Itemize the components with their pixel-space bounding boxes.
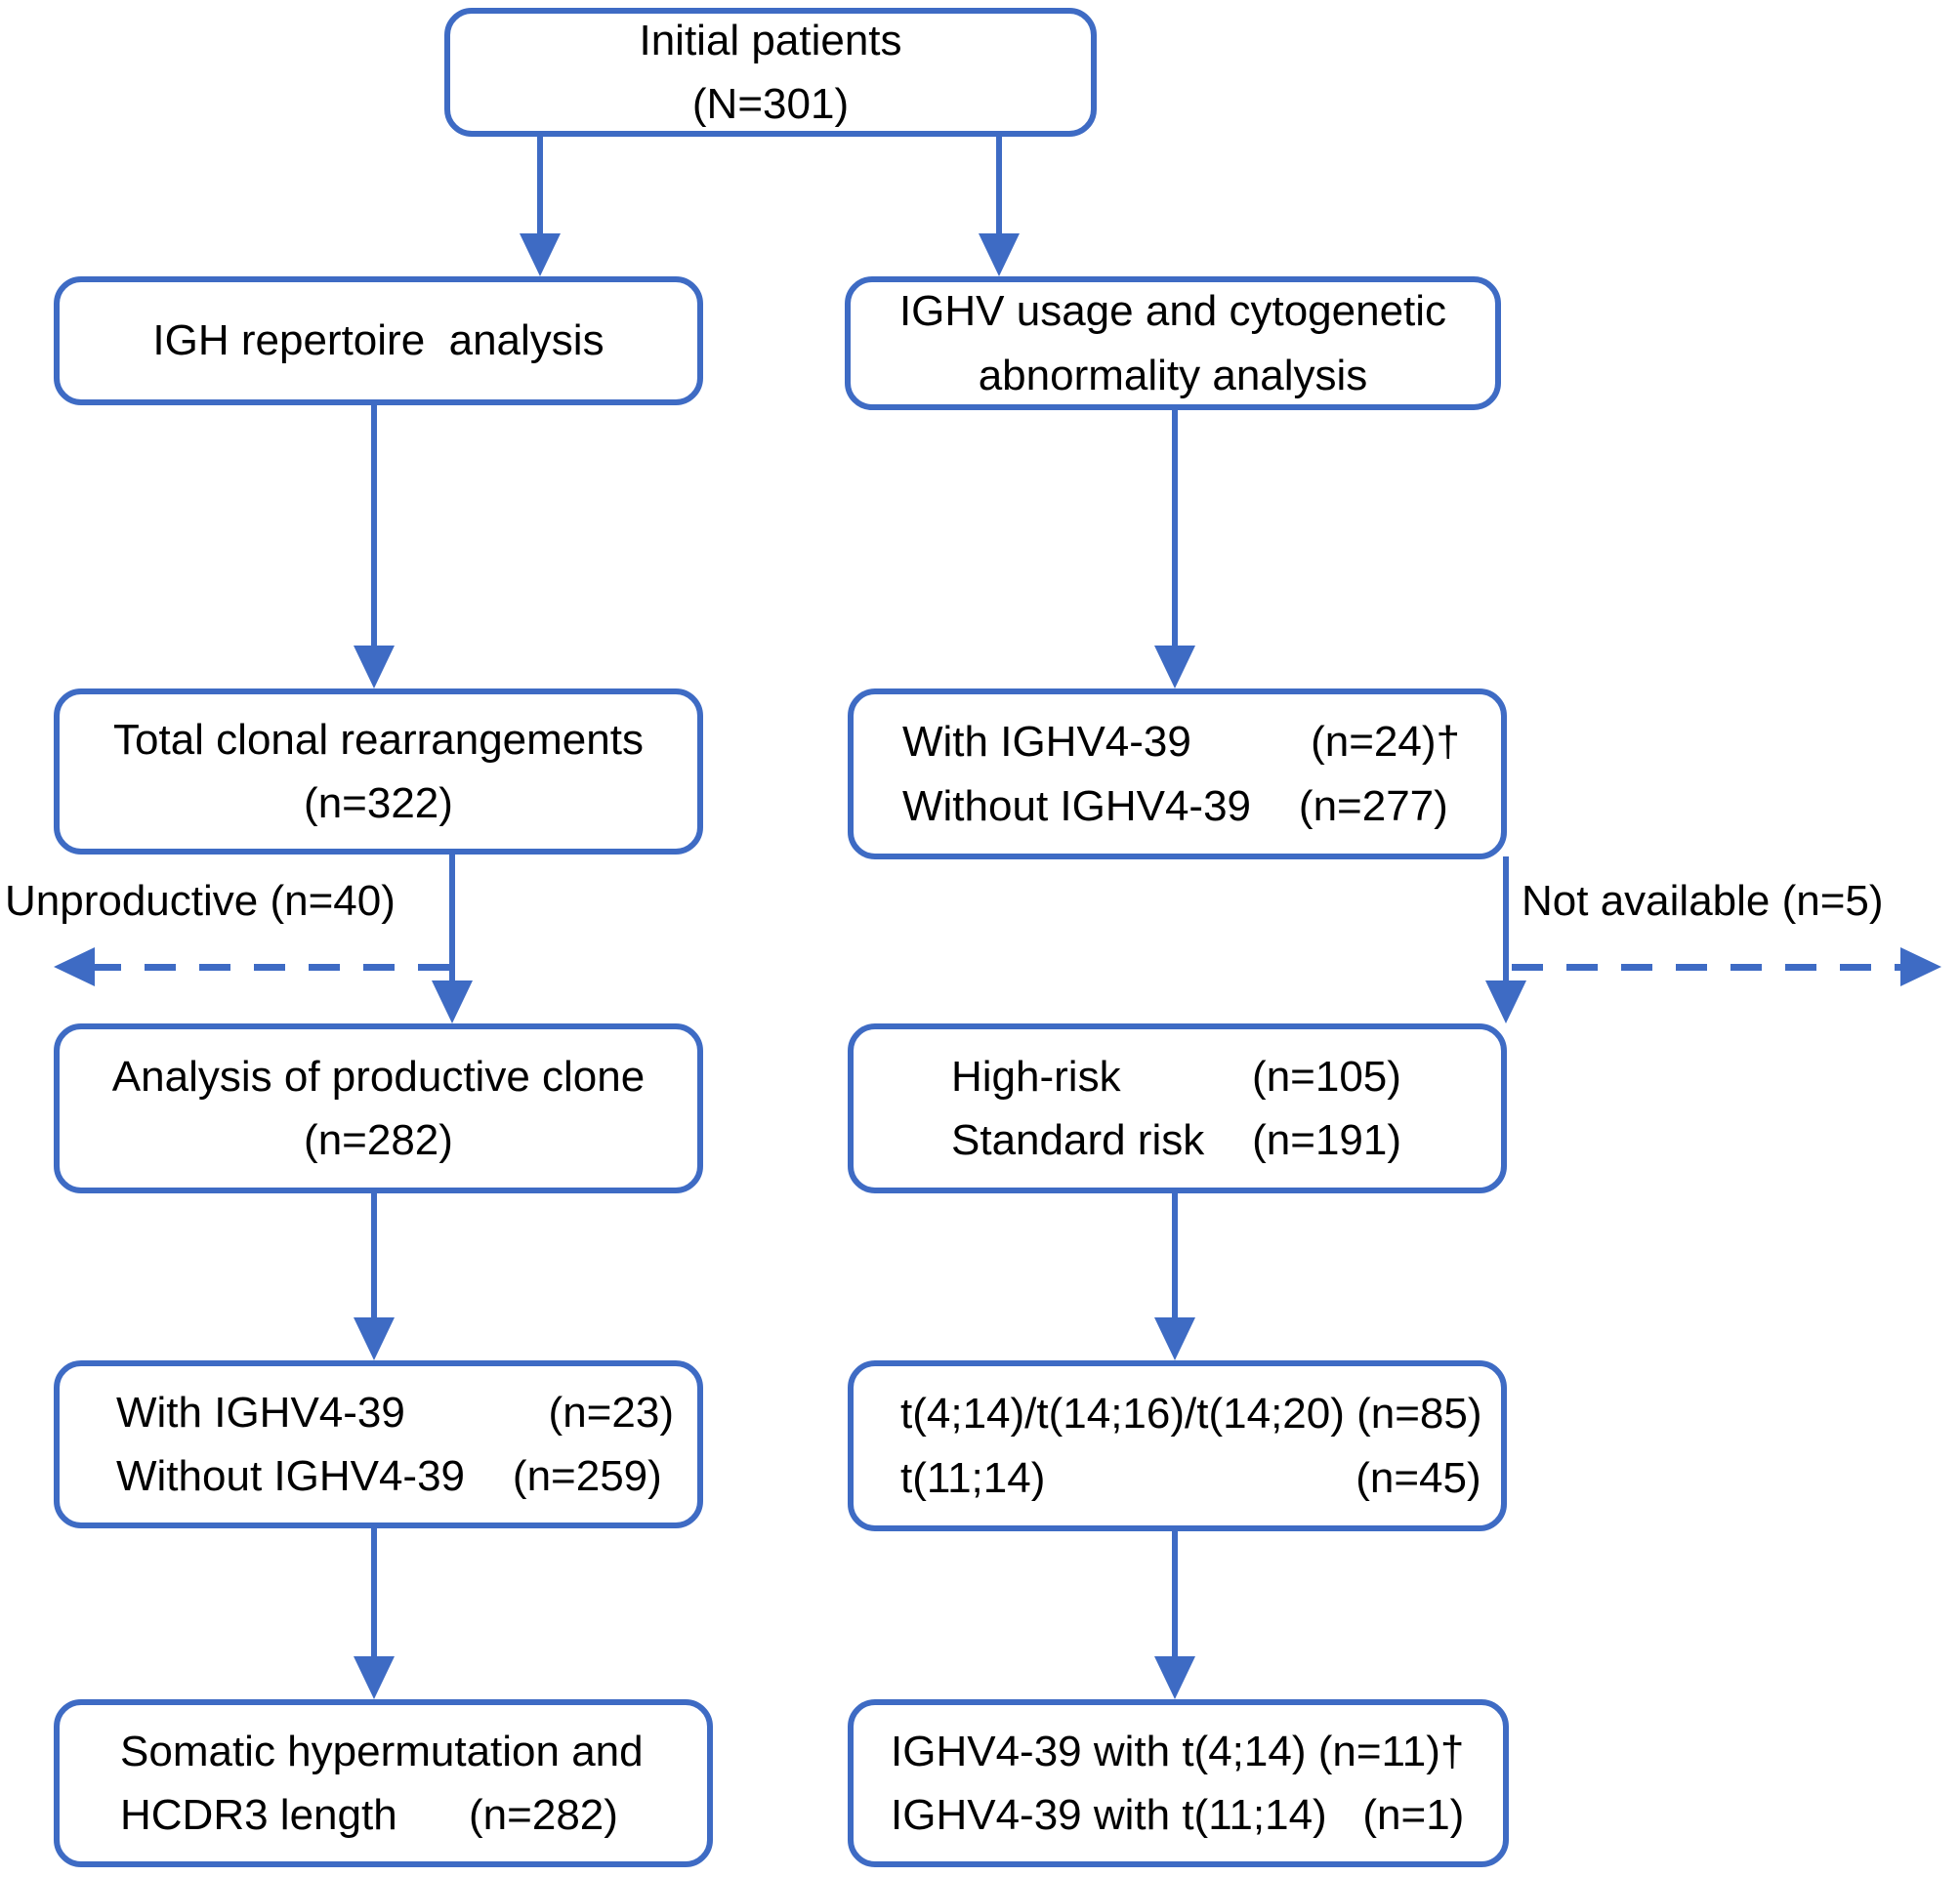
arrow-ighv-usage-to-split-arrowhead [1154,646,1195,688]
arrow-ighv-split-to-somatic-line [371,1525,377,1660]
arrow-translocations-to-final-line [1172,1528,1178,1660]
box-ighv439-with-translocations-text: IGHV4-39 with t(4;14) (n=11)† IGHV4-39 w… [891,1727,1465,1839]
arrow-productive-to-ighv-split-arrowhead [354,1317,395,1360]
arrow-initial-to-igh-line [537,135,543,238]
arrow-igh-to-total-clonal-line [371,402,377,649]
arrow-initial-to-ighv-arrowhead [979,233,1020,276]
box-productive-clone-analysis: Analysis of productive clone (n=282) [54,1023,703,1193]
box-risk-stratification-text: High-risk (n=105) Standard risk (n=191) [951,1052,1402,1164]
dashed-arrow-not-available-line [1512,964,1902,971]
box-initial-patients: Initial patients (N=301) [444,8,1097,137]
arrow-productive-to-ighv-split-line [371,1190,377,1321]
arrow-ighv-split-to-somatic-arrowhead [354,1656,395,1699]
box-total-clonal-rearrangements-text: Total clonal rearrangements (n=322) [113,715,644,827]
box-productive-clone-analysis-text: Analysis of productive clone (n=282) [111,1052,646,1164]
dashed-arrow-unproductive-line [90,964,452,971]
box-igh-repertoire-analysis: IGH repertoire analysis [54,276,703,405]
box-ighv439-cytogenetic-split: With IGHV4-39 (n=24)† Without IGHV4-39 (… [848,688,1507,859]
box-ighv439-with-translocations: IGHV4-39 with t(4;14) (n=11)† IGHV4-39 w… [848,1699,1509,1867]
arrow-ighv-usage-to-split-line [1172,407,1178,649]
arrow-total-clonal-to-productive-line [449,852,455,980]
box-ighv439-cytogenetic-split-text: With IGHV4-39 (n=24)† Without IGHV4-39 (… [902,718,1460,830]
arrow-igh-to-total-clonal-arrowhead [354,646,395,688]
box-ighv439-productive-split: With IGHV4-39 (n=23) Without IGHV4-39 (n… [54,1360,703,1528]
box-ighv439-productive-split-text: With IGHV4-39 (n=23) Without IGHV4-39 (n… [116,1388,674,1500]
arrow-translocations-to-final-arrowhead [1154,1656,1195,1699]
box-igh-repertoire-analysis-text: IGH repertoire analysis [152,316,605,365]
box-somatic-hypermutation: Somatic hypermutation and HCDR3 length (… [54,1699,713,1867]
box-translocations-text: t(4;14)/t(14;16)/t(14;20) (n=85) t(11;14… [900,1390,1482,1502]
box-risk-stratification: High-risk (n=105) Standard risk (n=191) [848,1023,1507,1193]
box-ighv-usage-cytogenetic: IGHV usage and cytogenetic abnormality a… [845,276,1501,410]
arrow-split-to-risk-arrowhead [1485,980,1526,1023]
box-translocations: t(4;14)/t(14;16)/t(14;20) (n=85) t(11;14… [848,1360,1507,1531]
label-unproductive: Unproductive (n=40) [5,877,396,925]
dashed-arrow-not-available-arrowhead [1900,947,1941,986]
box-initial-patients-text: Initial patients (N=301) [639,16,902,128]
label-not-available: Not available (n=5) [1522,877,1884,925]
box-somatic-hypermutation-text: Somatic hypermutation and HCDR3 length (… [120,1727,644,1839]
box-total-clonal-rearrangements: Total clonal rearrangements (n=322) [54,688,703,855]
arrow-split-to-risk-line [1503,856,1509,980]
box-ighv-usage-cytogenetic-text: IGHV usage and cytogenetic abnormality a… [898,287,1447,399]
arrow-initial-to-igh-arrowhead [520,233,561,276]
arrow-initial-to-ighv-line [996,135,1002,238]
dashed-arrow-unproductive-arrowhead [54,947,95,986]
arrow-total-clonal-to-productive-arrowhead [432,980,473,1023]
arrow-risk-to-translocations-line [1172,1190,1178,1321]
arrow-risk-to-translocations-arrowhead [1154,1317,1195,1360]
